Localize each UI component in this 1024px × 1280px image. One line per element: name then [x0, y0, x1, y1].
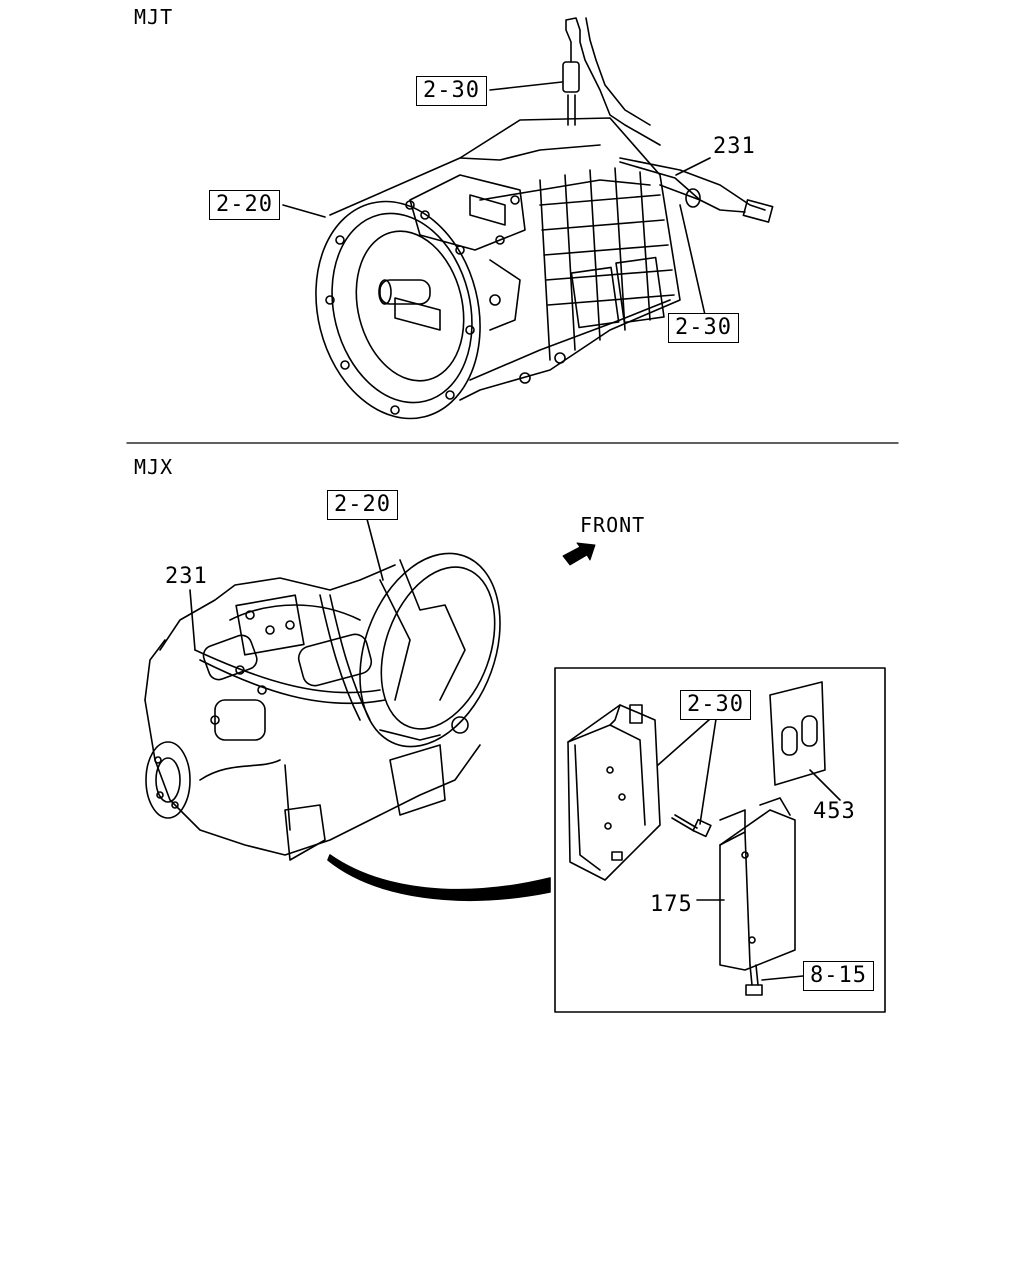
callout-mjt-sensor-lower[interactable]: 2-30: [668, 313, 739, 343]
inset-pointer-arrow: [327, 854, 551, 902]
detail-inset-frame: [554, 667, 886, 1013]
callout-mjx-gasket[interactable]: 453: [813, 799, 856, 824]
callout-mjt-sensor-top[interactable]: 2-30: [416, 76, 487, 106]
inset-parts-drawing: [567, 681, 826, 996]
mjx-transmission-drawing: [144, 552, 501, 861]
front-arrow-icon: [562, 542, 596, 566]
callout-mjt-housing[interactable]: 2-20: [209, 190, 280, 220]
inset-leader-lines: [657, 718, 841, 981]
callout-mjx-cover[interactable]: 175: [650, 892, 693, 917]
callout-mjx-harness[interactable]: 231: [165, 564, 208, 589]
mjt-leader-lines: [282, 81, 711, 316]
callout-mjx-housing[interactable]: 2-20: [327, 490, 398, 520]
callout-mjx-bolt[interactable]: 8-15: [803, 961, 874, 991]
mjx-leader-lines: [189, 518, 384, 651]
callout-mjx-bracket[interactable]: 2-30: [680, 690, 751, 720]
mjt-transmission-drawing: [315, 17, 774, 420]
callout-mjt-harness[interactable]: 231: [713, 134, 756, 159]
variant-label-mjx: MJX: [134, 455, 174, 479]
variant-label-mjt: MJT: [134, 5, 174, 29]
front-direction-label: FRONT: [580, 513, 646, 537]
